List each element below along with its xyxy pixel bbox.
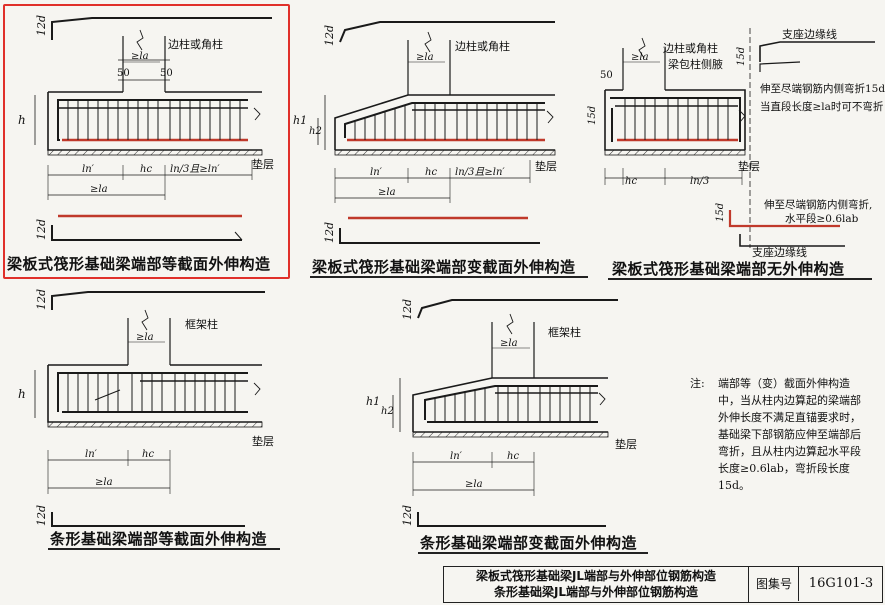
- d3-ln3: ln/3: [690, 176, 709, 187]
- title-block-title: 梁板式筏形基础梁JL端部与外伸部位钢筋构造 条形基础梁JL端部与外伸部位钢筋构造: [444, 567, 749, 602]
- d3-support-top: 支座边缘线: [782, 27, 837, 41]
- d3-cushion: 垫层: [738, 159, 760, 173]
- d2-la-label: ≥la: [416, 52, 434, 63]
- d1-cushion: 垫层: [252, 157, 274, 171]
- d4-caption-underline: [48, 548, 280, 550]
- d5-h1: h1: [366, 395, 380, 408]
- d4-ge-la: ≥la: [95, 477, 113, 488]
- d5-12d-top: 12d: [401, 299, 414, 320]
- d5-la-label: ≥la: [500, 338, 518, 349]
- d2-caption-underline: [310, 276, 588, 278]
- d1-h: h: [18, 113, 26, 127]
- selection-frame: [3, 4, 290, 279]
- title-line-2: 条形基础梁JL端部与外伸部位钢筋构造: [493, 585, 699, 599]
- d5-12d-bot: 12d: [401, 505, 414, 526]
- d3-wrap-label: 梁包柱侧腋: [668, 57, 723, 71]
- d1-column-label: 边柱或角柱: [168, 37, 223, 51]
- d5-caption-underline: [418, 552, 648, 554]
- d2-ln3: ln/3且≥ln′: [455, 167, 505, 178]
- d3-15d-c: 15d: [715, 203, 726, 222]
- d4-caption: 条形基础梁端部等截面外伸构造: [50, 530, 268, 548]
- d2-ln1: ln′: [370, 167, 383, 178]
- d2-h2: h2: [309, 126, 322, 137]
- d2-column-label: 边柱或角柱: [455, 39, 510, 53]
- d3-hc: hc: [625, 176, 637, 187]
- atlas-number: 16G101-3: [808, 576, 874, 591]
- d1-ln1: ln′: [82, 164, 95, 175]
- d5-cushion: 垫层: [615, 437, 637, 451]
- d3-15d-b: 15d: [587, 106, 598, 125]
- d1-la-label: ≥la: [131, 51, 149, 62]
- d1-12d-top: 12d: [35, 15, 48, 36]
- d3-50: 50: [600, 70, 613, 81]
- d4-ln1: ln′: [85, 449, 98, 460]
- d4-column-label: 框架柱: [185, 317, 218, 331]
- d1-ln3: ln/3且≥ln′: [170, 164, 220, 175]
- d3-caption: 梁板式筏形基础梁端部无外伸构造: [612, 260, 845, 278]
- d5-column-label: 框架柱: [548, 325, 581, 339]
- d1-caption: 梁板式筏形基础梁端部等截面外伸构造: [7, 255, 271, 273]
- d4-la-label: ≥la: [136, 332, 154, 343]
- d2-h1: h1: [293, 114, 307, 127]
- d3-la-label: ≥la: [631, 52, 649, 63]
- d2-12d-bot: 12d: [323, 222, 336, 243]
- note-block: 注: 端部等（变）截面外伸构造中，当从柱内边算起的梁端部外伸长度不满足直锚要求时…: [690, 375, 865, 494]
- d1-50b: 50: [160, 68, 173, 79]
- note-label: 注:: [690, 377, 705, 390]
- d4-h: h: [18, 387, 26, 401]
- diagram-3: [604, 28, 875, 248]
- diagram-2: [317, 21, 556, 244]
- d3-support-bot: 支座边缘线: [752, 245, 807, 259]
- note-text: 端部等（变）截面外伸构造中，当从柱内边算起的梁端部外伸长度不满足直锚要求时，基础…: [718, 377, 861, 492]
- d3-caption-underline: [608, 278, 872, 280]
- d4-12d-bot: 12d: [35, 505, 48, 526]
- d2-12d-top: 12d: [323, 25, 336, 46]
- d5-caption: 条形基础梁端部变截面外伸构造: [420, 534, 638, 552]
- title-line-1: 梁板式筏形基础梁JL端部与外伸部位钢筋构造: [475, 569, 717, 583]
- d1-ge-la: ≥la: [90, 184, 108, 195]
- diagram-1: [34, 17, 272, 241]
- d5-ln1: ln′: [450, 451, 463, 462]
- d1-12d-bot: 12d: [35, 219, 48, 240]
- d3-note1-l2: 当直段长度≥la时可不弯折: [760, 100, 884, 113]
- d3-column-label: 边柱或角柱: [663, 41, 718, 55]
- atlas-label: 图集号: [750, 567, 799, 601]
- d2-cushion: 垫层: [535, 159, 557, 173]
- d5-hc: hc: [507, 451, 519, 462]
- d2-ge-la: ≥la: [378, 187, 396, 198]
- d5-h2: h2: [381, 406, 394, 417]
- title-block: 梁板式筏形基础梁JL端部与外伸部位钢筋构造 条形基础梁JL端部与外伸部位钢筋构造…: [443, 566, 883, 603]
- d5-ge-la: ≥la: [465, 479, 483, 490]
- d3-note2-l1: 伸至尽端钢筋内侧弯折,: [764, 198, 872, 211]
- d2-hc: hc: [425, 167, 437, 178]
- d4-12d-top: 12d: [35, 289, 48, 310]
- d3-note1-l1: 伸至尽端钢筋内侧弯折15d: [760, 82, 885, 95]
- d3-note2-l2: 水平段≥0.6lab: [785, 212, 859, 225]
- d1-hc: hc: [140, 164, 152, 175]
- d1-50a: 50: [117, 68, 130, 79]
- d2-caption: 梁板式筏形基础梁端部变截面外伸构造: [312, 258, 576, 276]
- diagram-4: [34, 291, 265, 527]
- d4-hc: hc: [142, 449, 154, 460]
- diagram-5: [392, 299, 618, 527]
- d4-cushion: 垫层: [252, 434, 274, 448]
- d3-15d-a: 15d: [736, 47, 747, 66]
